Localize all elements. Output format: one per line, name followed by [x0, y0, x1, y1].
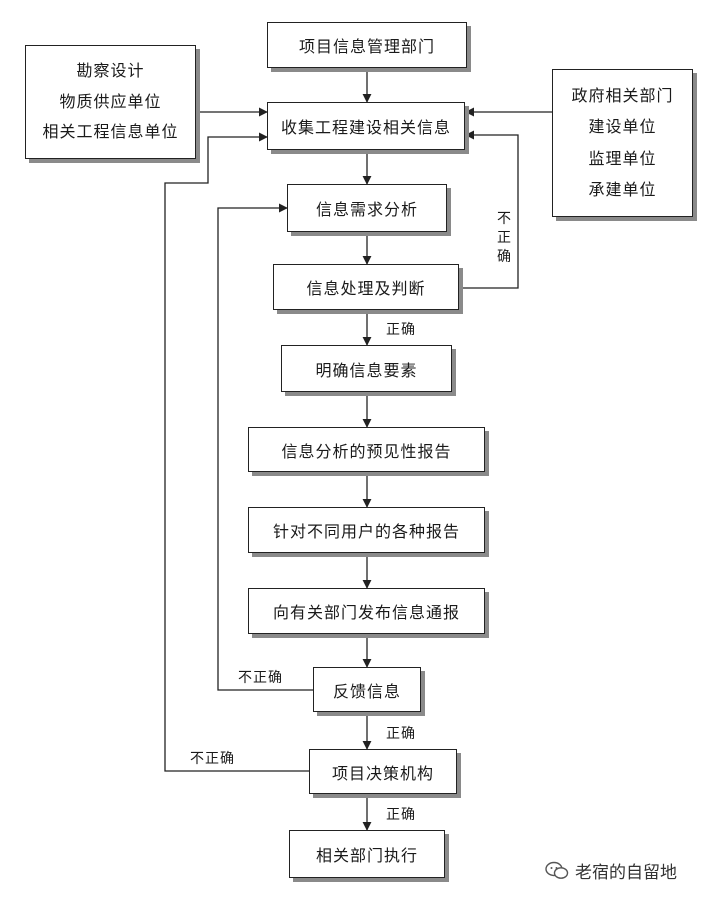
label-incorrect-decision: 不正确 [190, 751, 235, 767]
box-user-reports: 针对不同用户的各种报告 [248, 507, 485, 553]
box-execution: 相关部门执行 [289, 830, 445, 878]
right-source-item: 承建单位 [588, 180, 657, 200]
box-define-elements: 明确信息要素 [281, 345, 452, 392]
box-right-sources: 政府相关部门 建设单位 监理单位 承建单位 [552, 69, 693, 217]
box-feedback: 反馈信息 [313, 667, 421, 712]
right-source-item: 监理单位 [588, 148, 657, 168]
watermark-text: 老宿的自留地 [575, 863, 677, 883]
arrow-processing-incorrect-loop [459, 130, 519, 289]
arrow-feedback-incorrect-loop [217, 203, 313, 691]
label-correct-decision: 正确 [386, 807, 416, 823]
box-left-sources: 勘察设计 物质供应单位 相关工程信息单位 [25, 45, 196, 159]
arrow-decision-incorrect-loop [164, 132, 309, 772]
right-source-item: 建设单位 [588, 117, 657, 137]
left-source-item: 勘察设计 [76, 61, 145, 81]
box-forecast-report: 信息分析的预见性报告 [248, 427, 485, 472]
label-incorrect-feedback: 不正确 [238, 670, 283, 686]
left-source-item: 物质供应单位 [59, 91, 162, 111]
wechat-icon [545, 861, 569, 879]
box-decision-body: 项目决策机构 [309, 749, 457, 794]
label-correct-feedback: 正确 [386, 726, 416, 742]
left-source-item: 相关工程信息单位 [42, 122, 179, 142]
box-processing-judgment: 信息处理及判断 [273, 264, 459, 310]
box-project-info-dept: 项目信息管理部门 [267, 22, 467, 68]
label-correct-processing: 正确 [386, 322, 416, 338]
watermark: 老宿的自留地 [545, 858, 677, 883]
label-incorrect-processing: 不正确 [497, 211, 511, 265]
box-publish-bulletin: 向有关部门发布信息通报 [248, 588, 485, 634]
box-demand-analysis: 信息需求分析 [287, 184, 447, 232]
right-source-item: 政府相关部门 [571, 85, 674, 105]
box-collect-info: 收集工程建设相关信息 [267, 102, 465, 150]
